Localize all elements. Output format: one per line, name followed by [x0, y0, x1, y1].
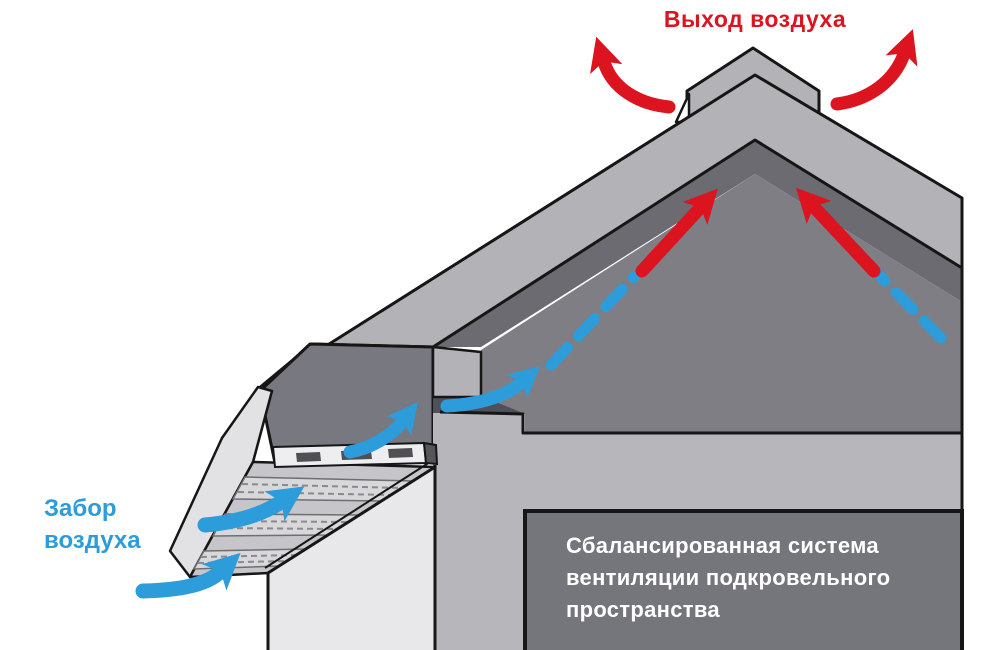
soffit-intake-arrow-lower — [135, 552, 241, 599]
caption-line1: Сбалансированная система — [566, 533, 879, 558]
vent-board-end-block — [422, 441, 439, 466]
wall-section — [433, 413, 962, 650]
air-exit-arrow-left — [590, 36, 676, 114]
caption-text: Сбалансированная система вентиляции подк… — [566, 530, 890, 626]
wall-top-edge — [439, 410, 962, 435]
attic-airflow-arrow-right — [795, 187, 881, 278]
cutaway-airflow-arrow — [343, 401, 419, 459]
attic-airflow-arrow-left — [635, 188, 718, 278]
caption-line2: вентиляции подкровельного — [566, 565, 891, 590]
air-exit-arrow-right — [830, 29, 918, 111]
caption-line3: пространства — [566, 597, 720, 622]
air-exit-label: Выход воздуха — [663, 6, 847, 32]
soffit-intake-arrow-upper — [197, 486, 305, 533]
channel-airflow-arrow — [440, 365, 541, 413]
front-wall — [266, 465, 437, 650]
attic-airflow-dashes-left — [545, 271, 640, 371]
attic-airflow-dashes-right — [873, 269, 947, 344]
air-intake-label: Забор воздуха — [44, 493, 141, 557]
caption-panel — [523, 509, 964, 650]
air-intake-label-line1: Забор — [44, 495, 117, 522]
air-intake-label-line2: воздуха — [44, 527, 141, 554]
roof-cut-face — [431, 345, 483, 399]
